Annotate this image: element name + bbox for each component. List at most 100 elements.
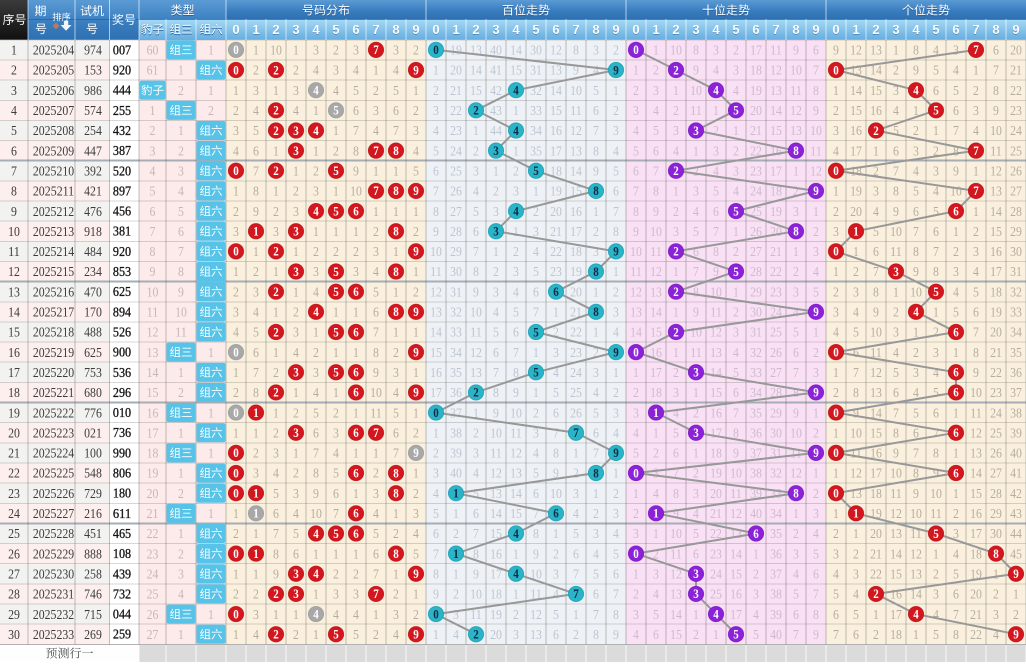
svg-text:3: 3 bbox=[793, 546, 799, 561]
svg-text:18: 18 bbox=[990, 284, 1002, 299]
svg-text:3: 3 bbox=[253, 607, 259, 622]
svg-text:7: 7 bbox=[253, 163, 259, 178]
svg-text:35: 35 bbox=[750, 405, 762, 420]
svg-text:5: 5 bbox=[953, 83, 959, 98]
svg-text:1: 1 bbox=[413, 264, 419, 279]
svg-text:11: 11 bbox=[790, 446, 802, 461]
svg-text:4: 4 bbox=[912, 23, 920, 38]
svg-text:732: 732 bbox=[113, 586, 131, 601]
svg-text:1: 1 bbox=[813, 204, 819, 219]
svg-text:5: 5 bbox=[733, 365, 739, 380]
svg-text:1: 1 bbox=[233, 506, 239, 521]
svg-text:7: 7 bbox=[473, 244, 479, 259]
svg-text:2025225: 2025225 bbox=[33, 466, 75, 481]
svg-text:259: 259 bbox=[113, 627, 131, 642]
svg-text:19: 19 bbox=[990, 305, 1002, 320]
svg-text:2: 2 bbox=[373, 627, 379, 642]
svg-text:33: 33 bbox=[1010, 305, 1022, 320]
svg-text:44: 44 bbox=[490, 123, 502, 138]
svg-text:2025218: 2025218 bbox=[33, 325, 75, 340]
svg-text:2: 2 bbox=[413, 425, 419, 440]
svg-text:31: 31 bbox=[1010, 264, 1022, 279]
svg-text:4: 4 bbox=[913, 385, 919, 400]
svg-text:0: 0 bbox=[832, 22, 839, 37]
svg-text:2: 2 bbox=[813, 224, 819, 239]
svg-text:1: 1 bbox=[653, 507, 659, 521]
svg-text:10: 10 bbox=[910, 284, 922, 299]
svg-text:5: 5 bbox=[533, 325, 539, 339]
svg-text:3: 3 bbox=[933, 345, 939, 360]
svg-text:6: 6 bbox=[993, 43, 999, 58]
svg-text:1: 1 bbox=[353, 345, 359, 360]
svg-text:1: 1 bbox=[393, 506, 399, 521]
svg-text:4: 4 bbox=[333, 446, 339, 461]
svg-text:24: 24 bbox=[8, 506, 20, 521]
svg-text:2: 2 bbox=[833, 385, 839, 400]
svg-text:9: 9 bbox=[150, 264, 156, 279]
svg-text:0: 0 bbox=[833, 406, 839, 420]
svg-text:8: 8 bbox=[913, 466, 919, 481]
svg-text:3: 3 bbox=[433, 466, 439, 481]
svg-text:4: 4 bbox=[293, 506, 299, 521]
svg-text:40: 40 bbox=[750, 506, 762, 521]
svg-text:5: 5 bbox=[513, 305, 519, 320]
svg-text:9: 9 bbox=[1012, 22, 1019, 37]
svg-text:2: 2 bbox=[253, 446, 259, 461]
svg-text:8: 8 bbox=[433, 566, 439, 581]
svg-text:4: 4 bbox=[253, 305, 259, 320]
svg-text:5: 5 bbox=[333, 366, 339, 380]
svg-text:7: 7 bbox=[593, 123, 599, 138]
svg-text:10: 10 bbox=[147, 284, 159, 299]
svg-text:9: 9 bbox=[813, 446, 819, 460]
svg-text:1: 1 bbox=[393, 325, 399, 340]
svg-text:1: 1 bbox=[913, 103, 919, 118]
svg-text:4: 4 bbox=[873, 204, 879, 219]
svg-text:1: 1 bbox=[252, 22, 259, 37]
svg-text:6: 6 bbox=[893, 143, 899, 158]
svg-text:1: 1 bbox=[853, 244, 859, 259]
svg-text:2: 2 bbox=[613, 486, 619, 501]
svg-text:2: 2 bbox=[273, 204, 279, 219]
svg-text:3: 3 bbox=[373, 244, 379, 259]
svg-text:2: 2 bbox=[293, 405, 299, 420]
svg-text:14: 14 bbox=[870, 405, 882, 420]
svg-text:1: 1 bbox=[413, 83, 419, 98]
svg-text:10: 10 bbox=[310, 506, 322, 521]
svg-text:5: 5 bbox=[253, 325, 259, 340]
svg-text:9: 9 bbox=[633, 224, 639, 239]
svg-text:14: 14 bbox=[147, 365, 159, 380]
svg-text:33: 33 bbox=[530, 103, 542, 118]
svg-text:15: 15 bbox=[970, 486, 982, 501]
svg-text:45: 45 bbox=[1010, 546, 1022, 561]
svg-text:16: 16 bbox=[730, 587, 742, 602]
svg-text:2025220: 2025220 bbox=[33, 365, 75, 380]
svg-text:20: 20 bbox=[550, 204, 562, 219]
svg-text:3: 3 bbox=[673, 385, 679, 400]
svg-text:2: 2 bbox=[813, 425, 819, 440]
svg-text:10: 10 bbox=[630, 244, 642, 259]
svg-text:1: 1 bbox=[833, 506, 839, 521]
svg-text:2: 2 bbox=[913, 123, 919, 138]
svg-text:0: 0 bbox=[233, 446, 239, 460]
svg-text:5: 5 bbox=[633, 446, 639, 461]
svg-text:18: 18 bbox=[870, 486, 882, 501]
svg-text:11: 11 bbox=[510, 425, 522, 440]
svg-text:1: 1 bbox=[373, 163, 379, 178]
svg-text:10: 10 bbox=[890, 224, 902, 239]
svg-text:4: 4 bbox=[533, 446, 539, 461]
svg-text:8: 8 bbox=[992, 22, 999, 37]
svg-text:9: 9 bbox=[493, 405, 499, 420]
svg-text:5: 5 bbox=[333, 265, 339, 279]
svg-text:180: 180 bbox=[113, 486, 131, 501]
svg-text:2025223: 2025223 bbox=[33, 425, 75, 440]
svg-text:3: 3 bbox=[433, 103, 439, 118]
svg-text:17: 17 bbox=[750, 43, 762, 58]
svg-text:2: 2 bbox=[373, 224, 379, 239]
svg-text:729: 729 bbox=[84, 486, 102, 501]
svg-text:3: 3 bbox=[413, 506, 419, 521]
svg-text:12: 12 bbox=[790, 466, 802, 481]
svg-text:11: 11 bbox=[470, 607, 482, 622]
svg-text:7: 7 bbox=[993, 63, 999, 78]
svg-text:21: 21 bbox=[147, 506, 159, 521]
svg-text:2: 2 bbox=[733, 244, 739, 259]
